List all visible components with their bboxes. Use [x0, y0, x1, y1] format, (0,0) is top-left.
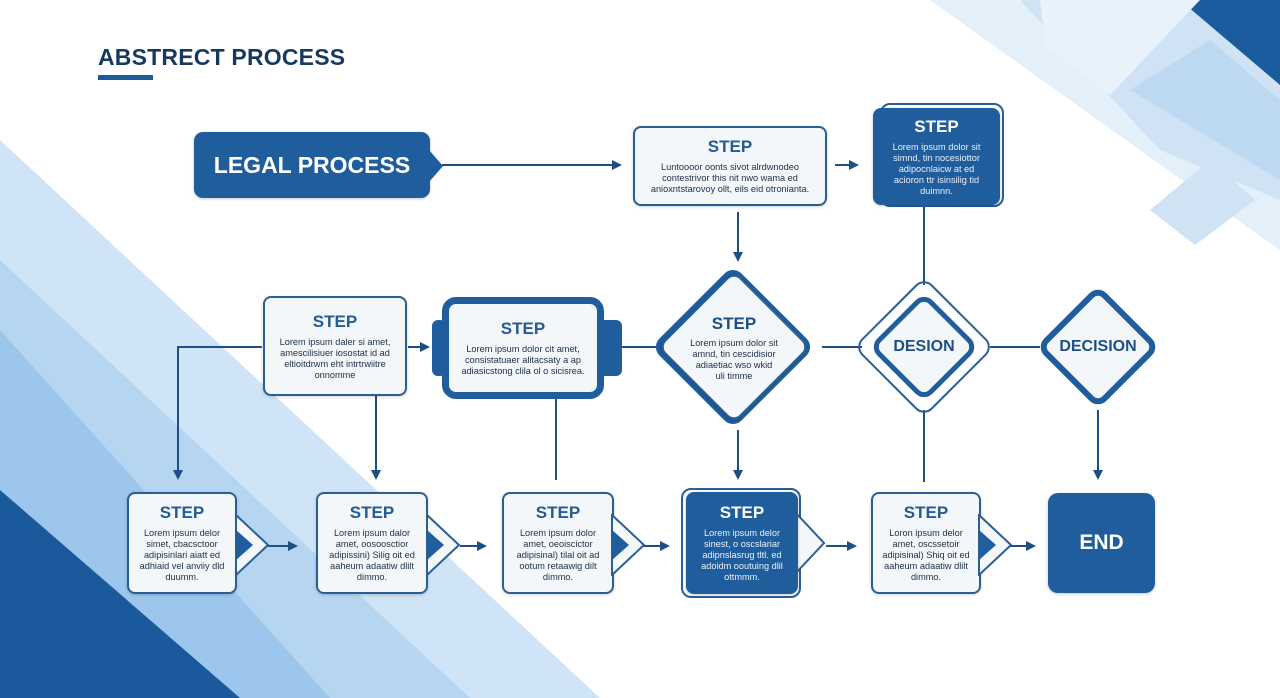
end-node-label: END [1079, 531, 1124, 554]
bottom-step-3-body: Lorem ipsum dolor amet, oeoiscictor adip… [516, 528, 600, 582]
decision-diamond-1-content: STEP Lorem ipsum dolor sit amnd, tin ces… [664, 300, 804, 396]
middle-step-1-title: STEP [312, 311, 358, 331]
bottom-step-1[interactable]: STEP Lorem ipsum delor simet, cbacsctoor… [127, 492, 237, 594]
middle-step-1[interactable]: STEP Lorem ipsum daler si amet, amescili… [263, 296, 407, 396]
bottom-step-5-body: Loron ipsum delor amet, oscssetoir adipi… [882, 528, 970, 582]
middle-step-2-body: Lorem ipsum dolor cit amet, consistatuae… [461, 344, 585, 376]
middle-step-2-title: STEP [500, 319, 546, 338]
top-step-2-body: Lorem ipsum dolor sit simnd, tin nocesio… [892, 141, 981, 196]
bottom-step-1-body: Lorem ipsum delor simet, cbacsctoor adip… [139, 528, 225, 582]
bottom-step-3-pointer [611, 514, 646, 576]
decision-diamond-1-body: Lorem ipsum dolor sit amnd, tin cescidis… [690, 338, 778, 381]
decision-diamond-3-content: DECISION [1048, 330, 1148, 364]
title-underline [98, 75, 153, 80]
start-node-legal-process[interactable]: LEGAL PROCESS [194, 132, 430, 198]
bottom-step-2[interactable]: STEP Lorem ipsum dalor amet, oosoosctior… [316, 492, 428, 594]
decision-diamond-3-title: DECISION [1059, 338, 1137, 355]
start-node-label: LEGAL PROCESS [213, 151, 411, 178]
bottom-step-1-title: STEP [159, 503, 205, 522]
bottom-step-3-title: STEP [535, 503, 581, 522]
page-title: ABSTRECT PROCESS [98, 44, 346, 70]
bottom-step-5-title: STEP [903, 503, 949, 522]
start-node-pointer [429, 150, 443, 182]
top-step-1-body: Luntoooor oonts sivot alrdwnodeo contest… [650, 162, 810, 194]
middle-step-1-body: Lorem ipsum daler si amet, amescilisiuer… [279, 336, 391, 380]
bottom-step-4-pointer [793, 510, 826, 576]
top-step-1-title: STEP [707, 137, 753, 156]
middle-step-2[interactable]: STEP Lorem ipsum dolor cit amet, consist… [442, 297, 604, 399]
decision-diamond-2-content: DESION [874, 330, 974, 364]
bottom-step-5-pointer [978, 514, 1013, 576]
top-step-1[interactable]: STEP Luntoooor oonts sivot alrdwnodeo co… [633, 126, 827, 206]
top-step-2[interactable]: STEP Lorem ipsum dolor sit simnd, tin no… [873, 108, 1000, 205]
bottom-step-1-pointer [235, 514, 270, 576]
bottom-step-4[interactable]: STEP Lorem ipsum delor sinest, o oscslar… [686, 492, 798, 594]
bottom-step-2-body: Lorem ipsum dalor amet, oosoosctior adip… [329, 528, 415, 582]
bottom-step-2-title: STEP [349, 503, 395, 522]
decision-diamond-2-title: DESION [893, 338, 955, 355]
top-step-2-title: STEP [914, 116, 959, 136]
connector-left-branch [173, 346, 262, 480]
bottom-step-5[interactable]: STEP Loron ipsum delor amet, oscssetoir … [871, 492, 981, 594]
bottom-step-4-body: Lorem ipsum delor sinest, o oscslariar a… [701, 528, 783, 582]
decision-diamond-1-title: STEP [711, 314, 757, 333]
bottom-step-2-pointer [426, 514, 461, 576]
bottom-step-3[interactable]: STEP Lorem ipsum dolor amet, oeoiscictor… [502, 492, 614, 594]
end-node[interactable]: END [1048, 493, 1155, 593]
bottom-step-4-title: STEP [719, 503, 765, 522]
